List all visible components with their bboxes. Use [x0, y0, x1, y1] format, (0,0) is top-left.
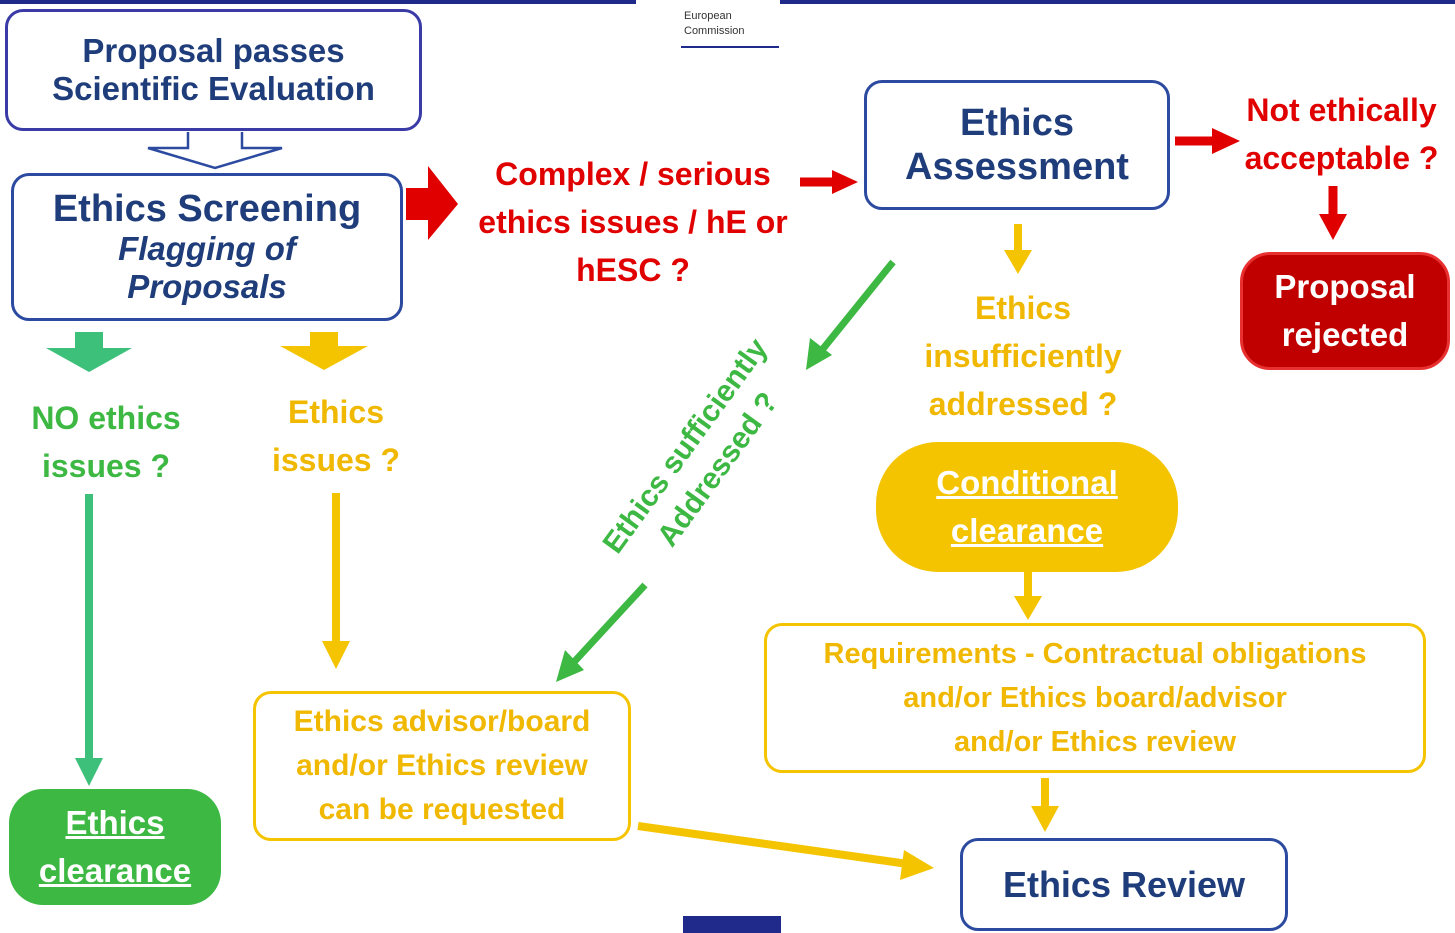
label-no-ethics-issues: NO ethics issues ? [8, 394, 204, 490]
arrow-not-acceptable-to-rejected-head [1319, 214, 1347, 240]
node-requirements: Requirements - Contractual obligations a… [764, 623, 1426, 773]
scientific-evaluation-line-1: Proposal passes [82, 32, 345, 69]
arrow-sufficient-to-advisor [571, 582, 648, 665]
arrow-conditional-to-requirements-head [1014, 596, 1042, 620]
requirements-line-3: and/or Ethics review [953, 726, 1237, 758]
proposal-rejected-line-2: rejected [1281, 316, 1409, 353]
conditional-clearance-line-1: Conditional [936, 464, 1118, 501]
no-issues-line-2: issues ? [41, 448, 171, 484]
ethics-screening-sub-1: Flagging of [118, 230, 296, 267]
ethics-screening-sub-2: Proposals [127, 268, 287, 305]
label-complex-issues: Complex / serious ethics issues / hE or … [458, 150, 808, 294]
label-not-acceptable: Not ethically acceptable ? [1228, 86, 1455, 182]
not-acceptable-line-1: Not ethically [1246, 92, 1437, 128]
node-ethics-assessment: Ethics Assessment [864, 80, 1170, 210]
arrow-requirements-to-review-head [1031, 806, 1059, 832]
arrow-screening-to-no-issues [46, 332, 132, 372]
bottom-bar [683, 916, 781, 933]
requirements-line-2: and/or Ethics board/advisor [903, 682, 1287, 714]
ethics-screening-title: Ethics Screening [52, 188, 362, 230]
node-ethics-review: Ethics Review [960, 838, 1288, 931]
arrow-evaluation-to-screening [147, 132, 283, 170]
arrow-screening-to-complex [406, 166, 458, 240]
arrow-complex-to-assessment-head [832, 170, 858, 194]
node-proposal-rejected: Proposal rejected [1240, 252, 1450, 370]
logo-underline [681, 46, 779, 48]
arrow-sufficient-to-advisor-head [556, 650, 584, 682]
node-conditional-clearance: Conditional clearance [876, 442, 1178, 572]
arrow-assessment-to-sufficient-head [806, 338, 832, 370]
complex-line-1: Complex / serious [495, 156, 771, 192]
insufficient-line-3: addressed ? [928, 386, 1118, 422]
ethics-clearance-line-1: Ethics [65, 804, 165, 841]
arrow-no-issues-to-clearance-head [75, 758, 103, 786]
advisor-board-line-1: Ethics advisor/board [293, 705, 591, 738]
proposal-rejected-line-1: Proposal [1274, 268, 1416, 305]
node-ethics-clearance: Ethics clearance [9, 789, 221, 905]
node-scientific-evaluation: Proposal passes Scientific Evaluation [5, 9, 422, 131]
ethics-clearance-line-2: clearance [38, 852, 192, 889]
arrow-assessment-to-not-acceptable-head [1212, 128, 1240, 154]
insufficient-line-1: Ethics [974, 290, 1072, 326]
label-insufficiently-addressed: Ethics insufficiently addressed ? [893, 284, 1153, 428]
label-ethics-issues: Ethics issues ? [248, 388, 424, 484]
advisor-board-line-3: can be requested [318, 793, 566, 826]
arrow-assessment-to-insufficient-head [1004, 250, 1032, 274]
complex-line-2: ethics issues / hE or [478, 204, 788, 240]
arrow-assessment-to-sufficient [819, 259, 896, 353]
ethics-assessment-line-2: Assessment [905, 146, 1129, 188]
ethics-review-label: Ethics Review [1002, 863, 1246, 905]
arrow-screening-to-issues [280, 332, 368, 370]
insufficient-line-2: insufficiently [924, 338, 1122, 374]
conditional-clearance-line-2: clearance [950, 512, 1104, 549]
issues-line-1: Ethics [287, 394, 385, 430]
node-ethics-screening: Ethics Screening Flagging of Proposals [11, 173, 403, 321]
ethics-assessment-line-1: Ethics [959, 102, 1075, 144]
requirements-line-1: Requirements - Contractual obligations [823, 638, 1367, 670]
complex-line-3: hESC ? [576, 252, 690, 288]
node-advisor-board: Ethics advisor/board and/or Ethics revie… [253, 691, 631, 841]
logo-line-2: Commission [684, 25, 745, 37]
ec-logo: European Commission [636, 0, 780, 54]
arrow-advisor-to-review [637, 822, 909, 868]
arrow-advisor-to-review-head [900, 850, 934, 880]
arrow-issues-to-advisor-head [322, 641, 350, 669]
scientific-evaluation-line-2: Scientific Evaluation [52, 70, 375, 107]
logo-line-1: European [684, 10, 732, 22]
issues-line-2: issues ? [271, 442, 401, 478]
advisor-board-line-2: and/or Ethics review [296, 749, 588, 782]
no-issues-line-1: NO ethics [31, 400, 181, 436]
not-acceptable-line-2: acceptable ? [1244, 140, 1439, 176]
